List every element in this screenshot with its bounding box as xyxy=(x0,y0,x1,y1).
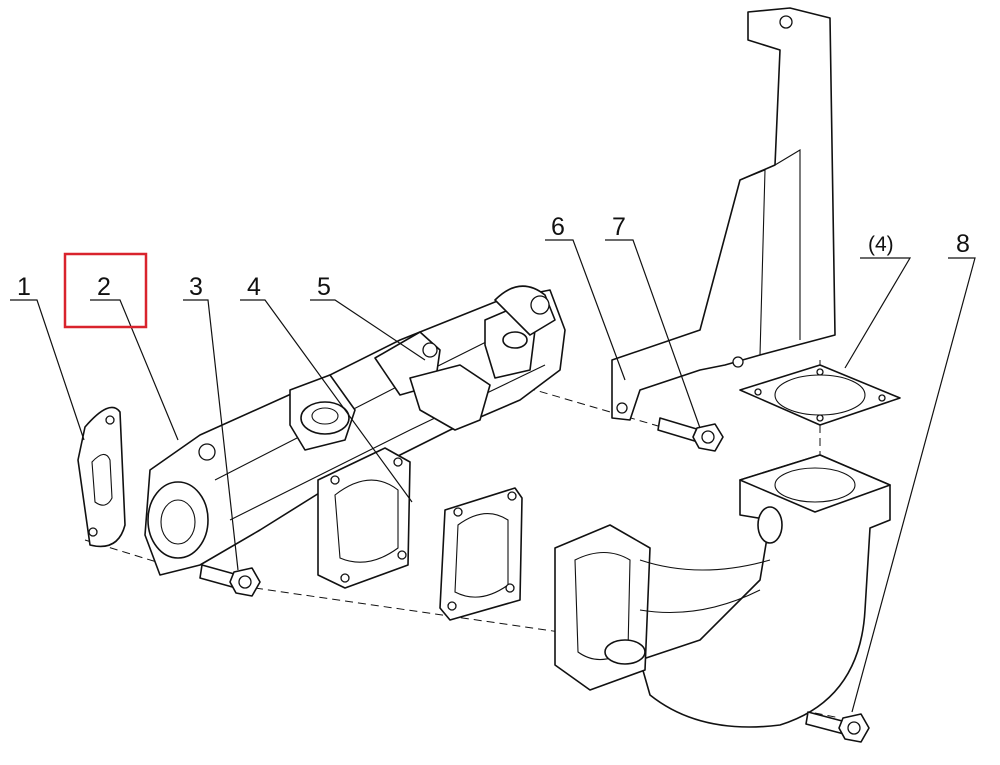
part-7-bolt xyxy=(657,417,724,452)
part-4-flange-gasket xyxy=(439,487,523,621)
part-4-square-gasket xyxy=(739,364,901,426)
callout-2: 2 xyxy=(97,273,111,301)
callout-5: 5 xyxy=(317,273,331,301)
part-1-gasket xyxy=(77,406,126,548)
part-5-exhaust-manifold xyxy=(144,285,566,576)
part-6-bracket xyxy=(611,7,836,421)
callout-3: 3 xyxy=(189,273,203,301)
callout-2-highlight-box xyxy=(63,252,148,329)
callout-leaders xyxy=(10,239,976,713)
part-3-bolt xyxy=(199,564,261,597)
part-8-bolt xyxy=(805,711,870,743)
part-8-elbow-pipe xyxy=(554,454,891,728)
callout-6: 6 xyxy=(551,213,565,241)
callout-1: 1 xyxy=(17,273,31,301)
callout-8: 8 xyxy=(956,230,970,258)
callout-7: 7 xyxy=(612,213,626,241)
callout-4: 4 xyxy=(247,273,261,301)
manifold-outlet-flange xyxy=(317,447,411,589)
callout-4-reuse: (4) xyxy=(868,233,894,256)
